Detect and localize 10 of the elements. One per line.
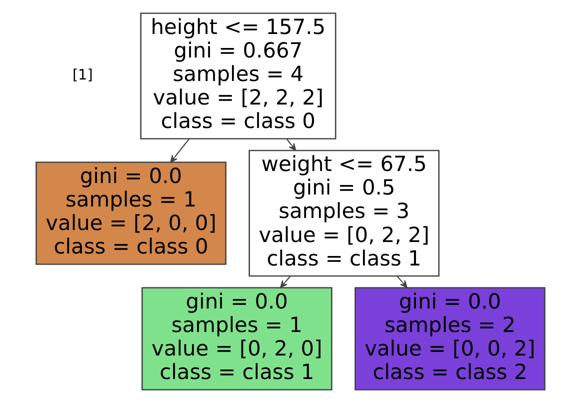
- arrow: [280, 276, 291, 288]
- arrow: [286, 138, 296, 151]
- node-box: gini = 0.0 samples = 1 value = [0, 2, 0] class = class 1: [141, 287, 332, 390]
- node-box: weight <= 67.5 gini = 0.5 samples = 3 value = [0, 2, 2] class = class 1: [248, 150, 440, 277]
- node-box: gini = 0.0 samples = 1 value = [2, 0, 0] class = class 0: [36, 162, 226, 265]
- label: [1]: [72, 68, 93, 84]
- arrow: [170, 138, 190, 163]
- node-box: gini = 0.0 samples = 2 value = [0, 0, 2] class = class 2: [354, 287, 546, 390]
- node-box: height <= 157.5 gini = 0.667 samples = 4 value = [2, 2, 2] class = class 0: [140, 12, 336, 140]
- arrow: [396, 276, 408, 288]
